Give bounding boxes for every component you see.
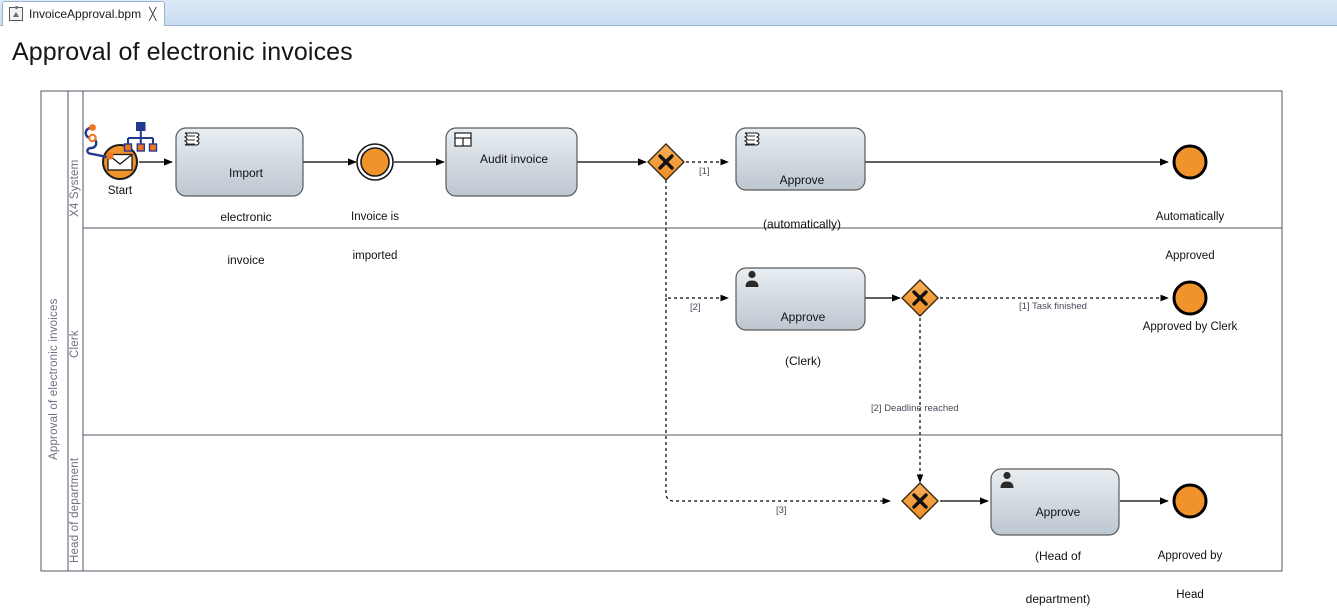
intermediate-event-invoice-is-imported[interactable] [356,143,394,181]
event-label-approved-by-clerk: Approved by Clerk [1142,321,1238,333]
task-label-approve-clerk: Approve (Clerk) [780,310,826,368]
task-label-approve-automatically: Approve (automatically) [762,173,842,231]
process-decoration-icon [84,122,158,160]
editor-tab-invoiceapproval[interactable]: InvoiceApproval.bpm ╳ [2,1,166,26]
bpmn-diagram-canvas[interactable]: Approval of electronic invoices X4 Syste… [0,80,1337,608]
task-approve-automatically[interactable] [735,127,866,191]
user-task-icon [745,270,759,287]
event-label-approved-by-head: Approved by Head [1157,550,1223,601]
script-task-icon [183,132,200,146]
script-task-icon [743,132,760,146]
business-rule-icon [454,132,472,147]
flow-label-task-finished: [1] Task finished [1019,301,1087,312]
flow-label-deadline-reached: [2] Deadline reached [871,403,959,414]
close-icon[interactable]: ╳ [149,7,157,21]
user-task-icon [1000,471,1014,488]
page-title: Approval of electronic invoices [12,38,353,66]
task-audit-invoice[interactable] [445,127,578,197]
task-label-import-electronic-invoice: Import electronic invoice [220,166,272,267]
lane-label-x4-system: X4 System [69,159,81,217]
process-file-icon [9,5,23,21]
end-event-automatically-approved[interactable] [1172,144,1208,180]
exclusive-gateway-audit-result[interactable] [647,143,685,181]
lane-label-clerk: Clerk [69,330,81,358]
editor-tab-label: InvoiceApproval.bpm [29,7,142,21]
end-event-approved-by-clerk[interactable] [1172,280,1208,316]
task-label-approve-head-of-department: Approve (Head of department) [1025,505,1091,606]
flow-label-gateway-head: [3] [776,505,787,516]
end-event-approved-by-head[interactable] [1172,483,1208,519]
exclusive-gateway-head-merge[interactable] [901,482,939,520]
task-label-audit-invoice: Audit invoice [479,152,549,166]
event-label-start: Start [107,185,133,197]
editor-tab-bar: InvoiceApproval.bpm ╳ [0,0,1337,26]
pool-label: Approval of electronic invoices [48,298,60,460]
flow-label-gateway-auto: [1] [699,166,710,177]
lane-label-head-of-department: Head of department [69,457,81,563]
task-import-electronic-invoice[interactable] [175,127,304,197]
event-label-invoice-is-imported: Invoice is imported [351,211,399,262]
task-approve-clerk[interactable] [735,267,866,331]
task-approve-head-of-department[interactable] [990,468,1120,536]
event-label-automatically-approved: Automatically Approved [1155,211,1225,262]
flow-label-gateway-clerk: [2] [690,302,701,313]
exclusive-gateway-clerk-result[interactable] [901,279,939,317]
